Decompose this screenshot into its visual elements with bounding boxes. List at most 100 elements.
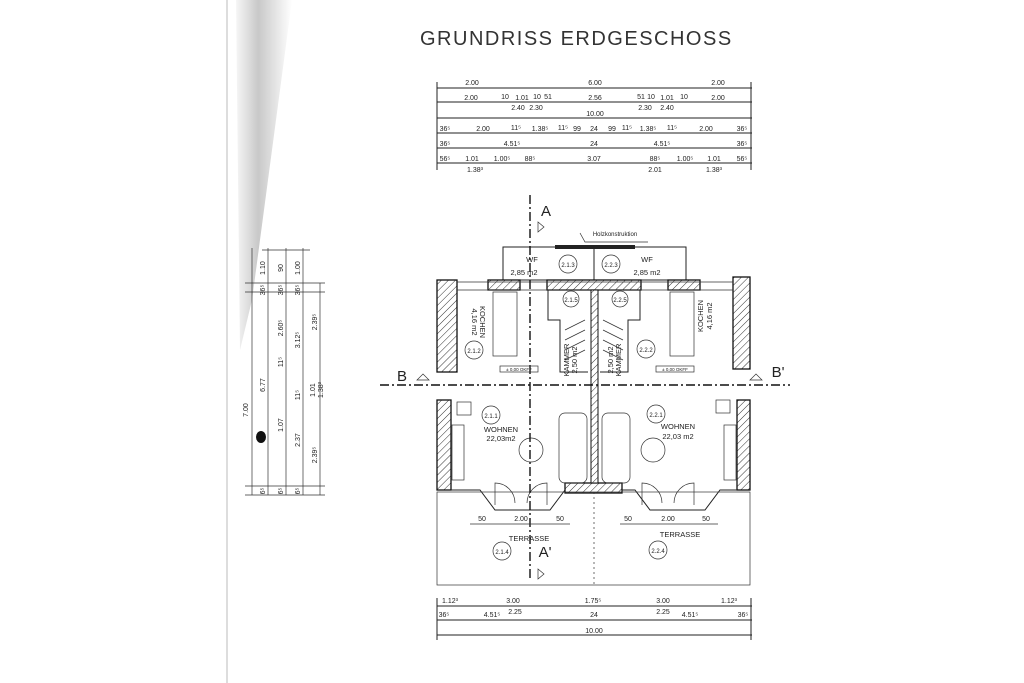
- dim: 1.38³: [467, 167, 484, 174]
- holzkonstruktion-note: Holzkonstruktion: [593, 232, 637, 238]
- dim: 6.00: [588, 80, 602, 87]
- dim: 11⁵: [511, 125, 521, 132]
- dim: 1.38³: [706, 167, 723, 174]
- dim: 1.38³: [318, 381, 325, 398]
- dim: 6⁵: [260, 488, 267, 495]
- section-b-prime-label: B': [772, 364, 785, 381]
- room-number: 2.1.3: [561, 263, 575, 269]
- page-title: GRUNDRISS ERDGESCHOSS: [420, 28, 733, 50]
- dim: 1.01: [465, 156, 479, 163]
- dim: 2.30: [638, 105, 652, 112]
- dim: 4.51⁵: [682, 612, 699, 619]
- room-name: WOHNEN: [484, 425, 518, 434]
- dim: 36⁵: [439, 612, 450, 619]
- room-number: 2.2.4: [651, 549, 665, 555]
- dim: 56⁵: [440, 156, 451, 163]
- dim: 50: [556, 516, 564, 523]
- dim: 2.01: [648, 167, 662, 174]
- left-dimension-chains: 7.00 1.10 90 1.00 36⁵ 36⁵ 36⁵ 6.77 2.60⁵…: [243, 248, 325, 496]
- room-name: TERRASSE: [509, 534, 549, 543]
- floor-plan: Holzkonstruktion: [436, 232, 751, 586]
- dim: 99: [608, 126, 616, 133]
- room-area: 2,85 m2: [633, 268, 660, 277]
- dim: 3.07: [587, 156, 601, 163]
- room-name: KAMMER: [614, 343, 623, 377]
- room-area: 2,85 m2: [510, 268, 537, 277]
- dim: 1.75⁵: [585, 598, 602, 605]
- dim: 10: [680, 94, 688, 101]
- dim: 36⁵: [440, 141, 451, 148]
- section-b-label: B: [397, 368, 407, 385]
- dim: 88⁵: [650, 156, 661, 163]
- bottom-dimension-chains: 1.12³ 3.00 1.75⁵ 3.00 1.12³ 36⁵ 4.51⁵ 2.…: [436, 598, 752, 640]
- dim: 11⁵: [667, 125, 677, 132]
- dim: 6.77: [260, 378, 267, 392]
- room-name: KOCHEN: [478, 306, 487, 338]
- dim: 1.01: [707, 156, 721, 163]
- room-number: 2.2.3: [604, 263, 618, 269]
- dim: 2.00: [699, 126, 713, 133]
- page-edge: [226, 0, 228, 683]
- dim: 3.00: [656, 598, 670, 605]
- dim: 6⁵: [295, 488, 302, 495]
- dim: 3.12⁵: [295, 332, 302, 349]
- dim: 3.00: [506, 598, 520, 605]
- dim: 36⁵: [737, 141, 748, 148]
- dim: 2.40: [660, 105, 674, 112]
- dim: 36⁵: [295, 285, 302, 296]
- room-number: 2.1.4: [495, 550, 509, 556]
- dim: 11⁵: [295, 390, 302, 400]
- room-number: 2.1.5: [564, 298, 578, 304]
- dim: 4.51⁵: [484, 612, 501, 619]
- room-area: 4,16 m2: [470, 308, 479, 335]
- dim: 50: [702, 516, 710, 523]
- dim: 1.12³: [721, 598, 738, 605]
- dim: 2.25: [508, 609, 522, 616]
- dim: 56⁵: [737, 156, 748, 163]
- dim: 1.00⁵: [494, 156, 511, 163]
- room-name: TERRASSE: [660, 530, 700, 539]
- room-name: KOCHEN: [696, 300, 705, 332]
- dim: 2.00: [711, 95, 725, 102]
- top-dimension-chains: 2.00 6.00 2.00 2.00 10 1.01 10 51 2.56 5…: [436, 80, 752, 174]
- dim: 2.00: [476, 126, 490, 133]
- dim: 10: [647, 94, 655, 101]
- dim: 10.00: [586, 111, 604, 118]
- dim: 36⁵: [278, 285, 285, 296]
- dim: 50: [624, 516, 632, 523]
- room-area: 22,03m2: [486, 434, 515, 443]
- dim: 1.01: [310, 383, 317, 397]
- furniture: [451, 291, 737, 505]
- dim: 99: [573, 126, 581, 133]
- dim: 2.00: [465, 80, 479, 87]
- dim: 50: [478, 516, 486, 523]
- room-number: 2.2.1: [649, 413, 663, 419]
- dim: 24: [590, 126, 598, 133]
- opening-dimensions: 50 2.00 50 50 2.00 50: [470, 516, 718, 525]
- room-labels: WF 2,85 m2 2.1.3 2.2.3 WF 2,85 m2 KOCHEN…: [464, 254, 714, 561]
- dim: 2.25: [656, 609, 670, 616]
- dim: 11⁵: [278, 357, 285, 367]
- ink-blot: [256, 431, 266, 443]
- dim: 36⁵: [440, 126, 451, 133]
- dim: 1.12³: [442, 598, 459, 605]
- dim: 1.00: [295, 261, 302, 275]
- room-name: WOHNEN: [661, 422, 695, 431]
- dim: 36⁵: [260, 285, 267, 296]
- dim: 24: [590, 612, 598, 619]
- dim: 2.60⁵: [278, 320, 285, 337]
- level-marker-right: ± 0,00 OKFF: [662, 367, 688, 372]
- dim: 1.38⁵: [532, 126, 549, 133]
- dim: 10: [501, 94, 509, 101]
- dim: 6⁵: [278, 488, 285, 495]
- dim: 2.30: [529, 105, 543, 112]
- dim: 1.01: [515, 95, 529, 102]
- room-area: 2,50 m2: [606, 346, 615, 373]
- section-a-label: A: [541, 203, 551, 220]
- dim: 10: [533, 94, 541, 101]
- dim: 2.00: [661, 516, 675, 523]
- room-name: WF: [526, 255, 538, 264]
- dim: 7.00: [243, 403, 250, 417]
- dim: 2.00: [464, 95, 478, 102]
